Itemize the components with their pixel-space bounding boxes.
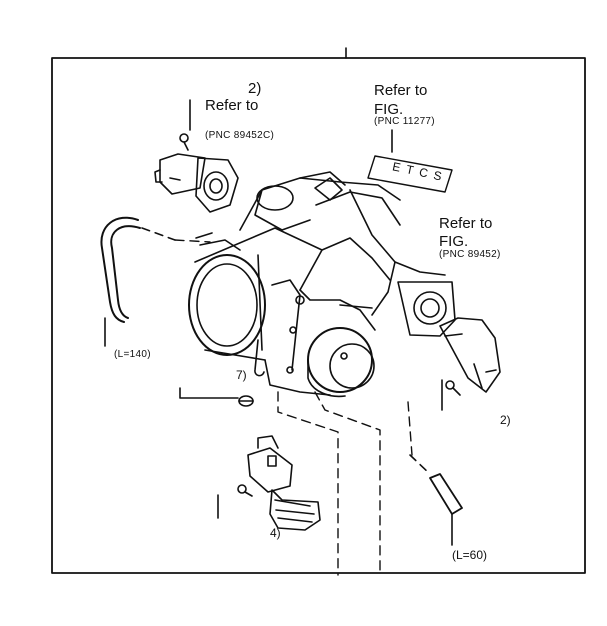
part-number-4: 4) [270, 526, 281, 540]
part-number-2-right: 2) [500, 413, 511, 427]
fitting-7 [179, 387, 254, 407]
callout-refer-to-top-right: Refer to [374, 82, 428, 99]
throttle-sensor-top-left [154, 99, 239, 213]
etcs-decal [367, 129, 453, 193]
diagram-frame [51, 47, 586, 574]
throttle-body-housing [188, 171, 456, 398]
tube-length-label: (L=60) [452, 548, 488, 562]
part-number-7: 7) [236, 368, 247, 382]
callout-fig-right: FIG. [439, 233, 469, 250]
callout-pnc-89452c: (PNC 89452C) [205, 130, 275, 141]
vacuum-hose [100, 216, 176, 347]
callout-refer-to-right: Refer to [439, 215, 493, 232]
hose-length-label: (L=140) [114, 349, 151, 360]
dashed-leaders [174, 239, 413, 576]
callout-refer-to-top-left: Refer to [205, 97, 259, 114]
callout-number-2-top: 2) [248, 80, 262, 97]
callout-fig-top-right: FIG. [374, 101, 404, 118]
callout-pnc-89452: (PNC 89452) [439, 249, 501, 260]
throttle-sensor-right [439, 317, 501, 411]
tube-60 [409, 454, 463, 546]
sensor-4 [217, 435, 321, 531]
callout-pnc-11277: (PNC 11277) [374, 116, 435, 127]
